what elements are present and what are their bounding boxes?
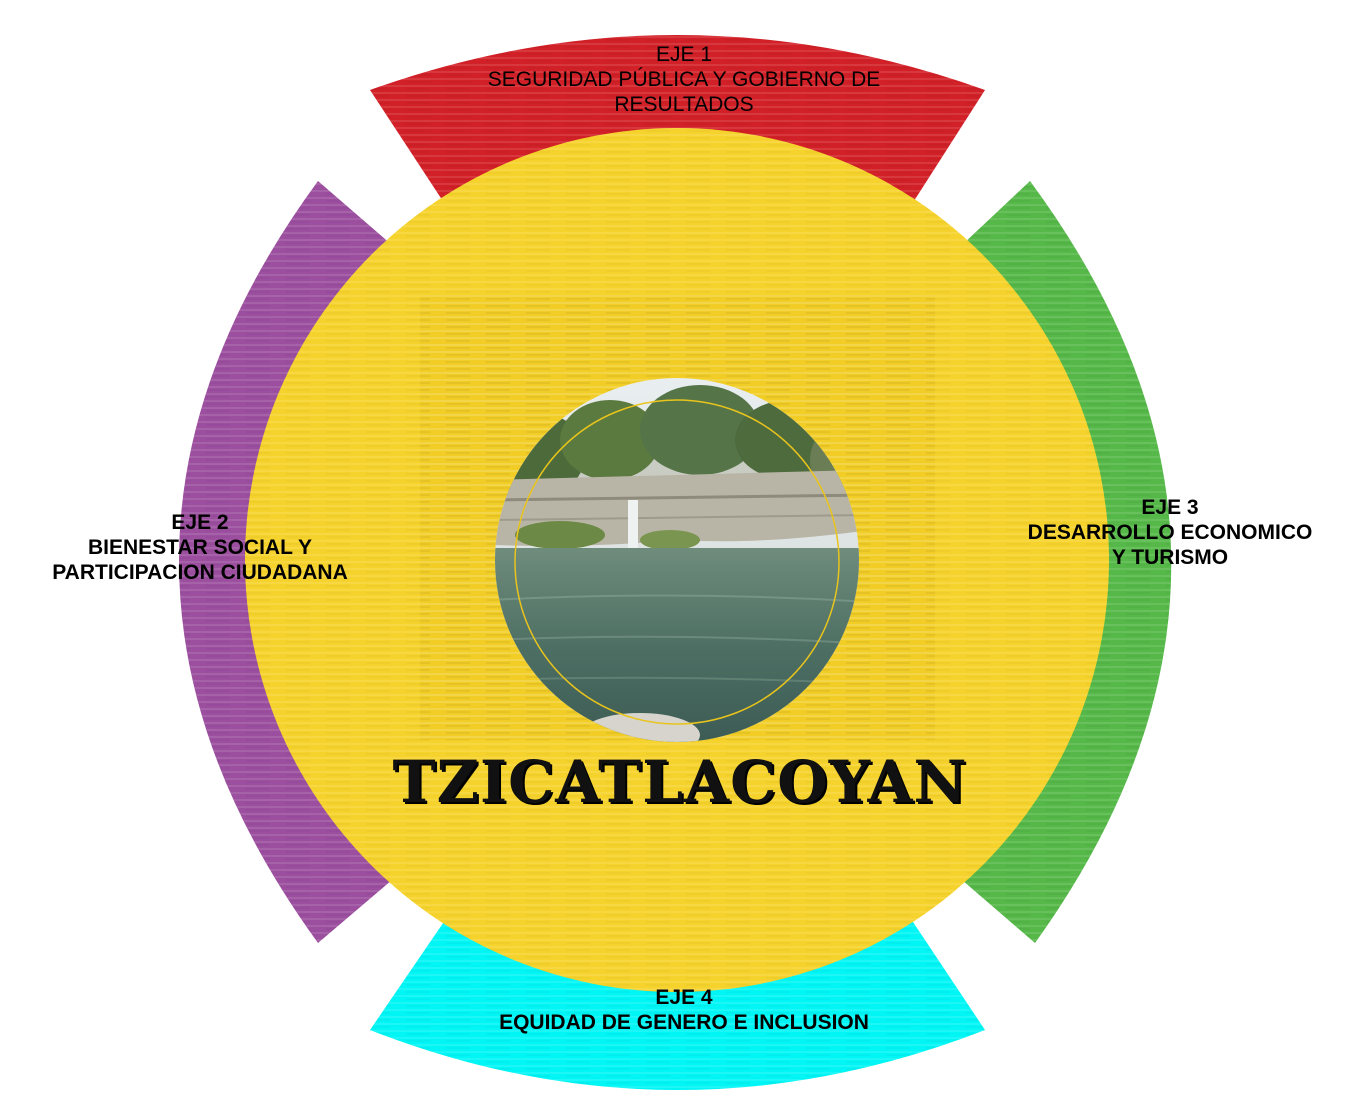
eje4-title: EJE 4 <box>655 986 713 1009</box>
eje2-title: EJE 2 <box>171 511 229 534</box>
eje3-line-2: Y TURISMO <box>1111 546 1229 569</box>
eje2-line-2: PARTICIPACION CIUDADANA <box>52 561 348 584</box>
eje4-label: EJE 4 EQUIDAD DE GENERO E INCLUSION <box>384 985 984 1035</box>
eje1-line-1: SEGURIDAD PÚBLICA Y GOBIERNO DE <box>487 68 881 91</box>
eje2-label: EJE 2 BIENESTAR SOCIAL Y PARTICIPACION C… <box>0 510 400 585</box>
eje4-line-1: EQUIDAD DE GENERO E INCLUSION <box>499 1011 869 1034</box>
municipality-title: TZICATLACOYAN <box>392 748 968 816</box>
eje1-line-2: RESULTADOS <box>614 93 754 116</box>
eje3-title: EJE 3 <box>1141 496 1199 519</box>
eje3-line-1: DESARROLLO ECONOMICO <box>1027 521 1313 544</box>
photo-ring <box>514 399 840 725</box>
waterfall-pond-photo <box>495 378 859 742</box>
eje1-label: EJE 1 SEGURIDAD PÚBLICA Y GOBIERNO DE RE… <box>384 42 984 117</box>
eje3-label: EJE 3 DESARROLLO ECONOMICO Y TURISMO <box>975 495 1365 570</box>
eje2-line-1: BIENESTAR SOCIAL Y <box>87 536 313 559</box>
eje1-title: EJE 1 <box>655 43 713 66</box>
